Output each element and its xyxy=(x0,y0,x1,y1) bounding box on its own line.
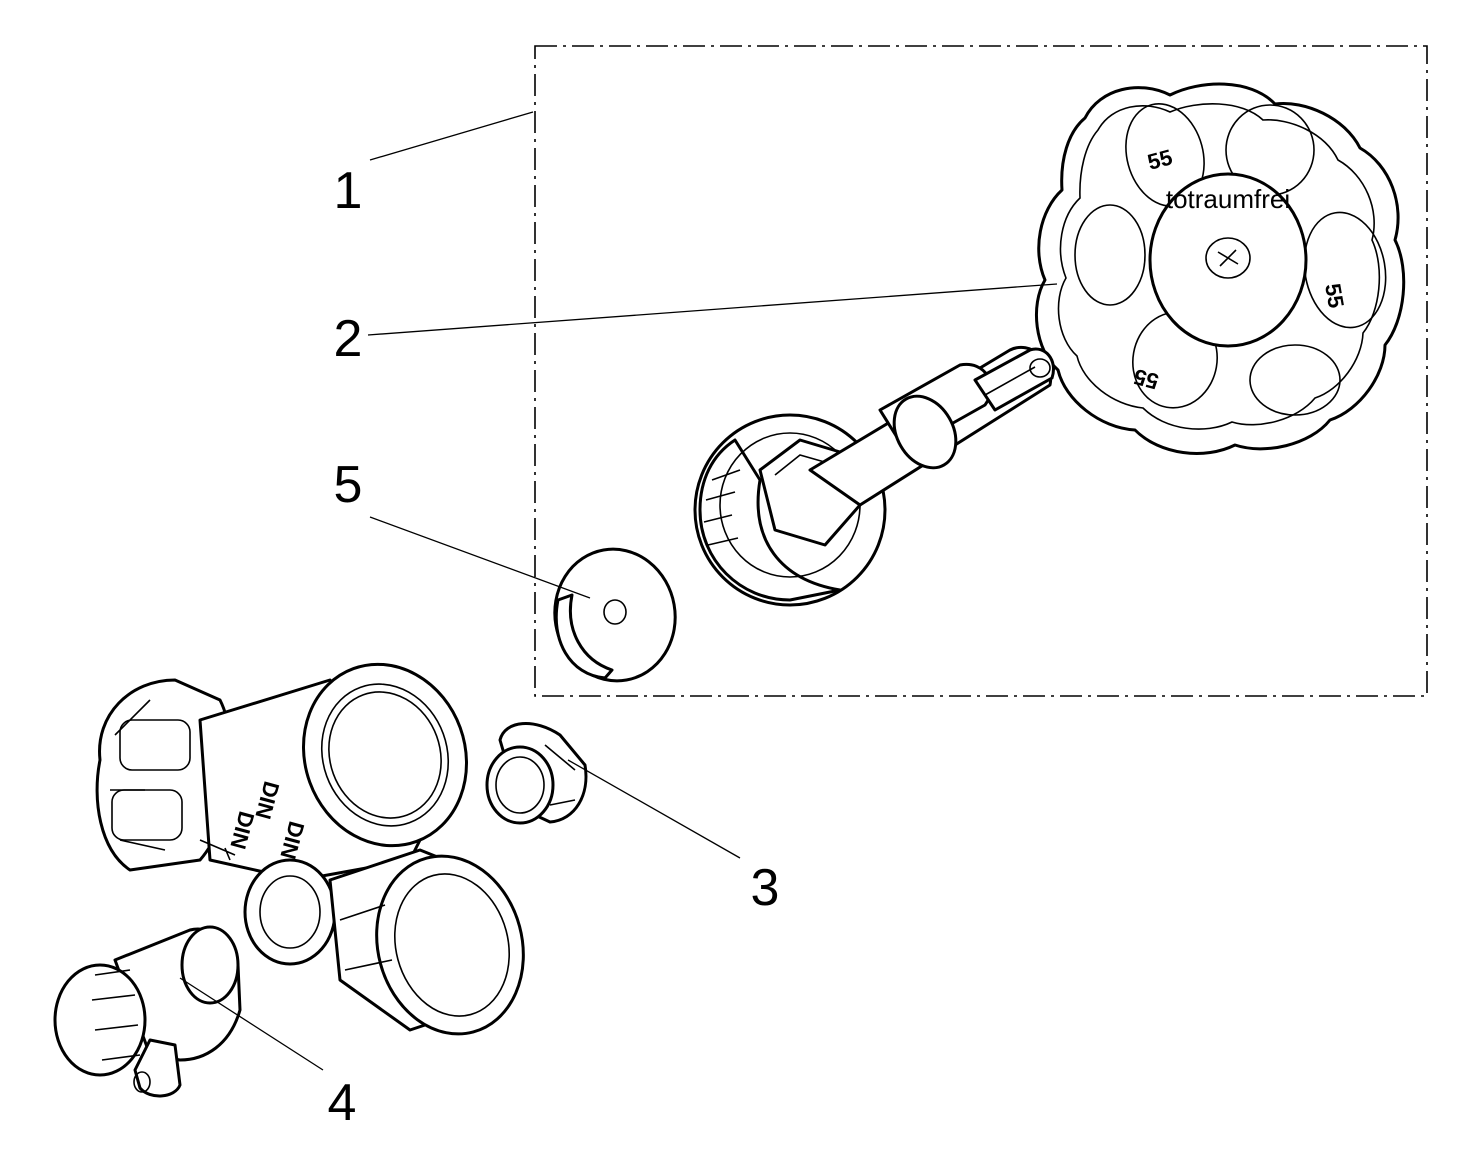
drain-valve xyxy=(53,925,242,1098)
callout-1: 1 xyxy=(334,162,363,220)
leader-5 xyxy=(369,516,591,599)
plug xyxy=(485,722,588,825)
spindle-assembly xyxy=(693,346,1055,607)
valve-body: DIN DIN DIN xyxy=(95,662,525,1036)
washer xyxy=(553,547,677,683)
leader-1 xyxy=(369,111,534,161)
cap-text: totraumfrei xyxy=(1166,184,1290,214)
handwheel: totraumfrei 55 55 55 xyxy=(1034,82,1406,455)
leader-2 xyxy=(367,283,1058,336)
callout-2: 2 xyxy=(334,310,363,368)
callout-3: 3 xyxy=(751,859,780,917)
leader-4 xyxy=(179,977,324,1071)
logo-mark-right: 55 xyxy=(1320,282,1349,310)
callout-5: 5 xyxy=(334,456,363,514)
leader-3 xyxy=(567,759,741,859)
assembly-group-boundary xyxy=(534,45,1428,697)
leader-lines xyxy=(179,111,1058,1071)
callout-4: 4 xyxy=(328,1074,357,1132)
